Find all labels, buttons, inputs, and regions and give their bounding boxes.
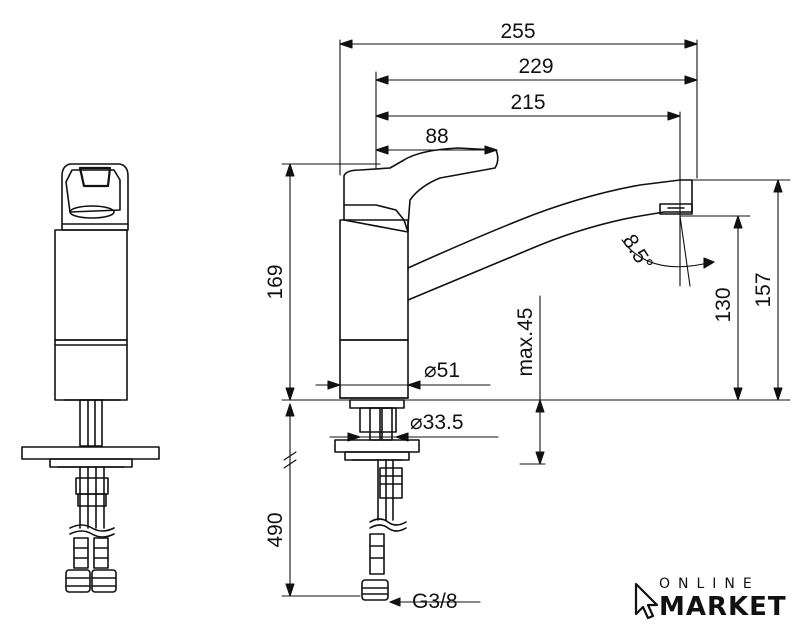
dim-max45: max.45 bbox=[514, 308, 537, 377]
dim-diameter-51: ⌀51 bbox=[424, 359, 460, 382]
dim-490: 490 bbox=[264, 512, 287, 547]
front-view bbox=[334, 147, 693, 601]
dim-229: 229 bbox=[518, 55, 553, 78]
dim-88: 88 bbox=[425, 125, 448, 148]
dim-130: 130 bbox=[712, 287, 735, 322]
dim-157: 157 bbox=[752, 272, 775, 307]
dim-169: 169 bbox=[264, 264, 287, 299]
dimension-lines bbox=[281, 39, 791, 607]
dim-diameter-33-5: ⌀33.5 bbox=[410, 411, 464, 434]
dim-215: 215 bbox=[510, 91, 545, 114]
dim-255: 255 bbox=[500, 20, 535, 43]
side-view bbox=[21, 163, 160, 593]
dim-angle-8-5: 8.5° bbox=[618, 230, 657, 274]
dim-thread-g3-8: G3/8 bbox=[412, 590, 458, 613]
brand-line-online: ONLINE bbox=[659, 576, 760, 592]
brand-line-market: MARKET bbox=[659, 592, 787, 622]
pointer-cursor-icon bbox=[634, 582, 658, 620]
